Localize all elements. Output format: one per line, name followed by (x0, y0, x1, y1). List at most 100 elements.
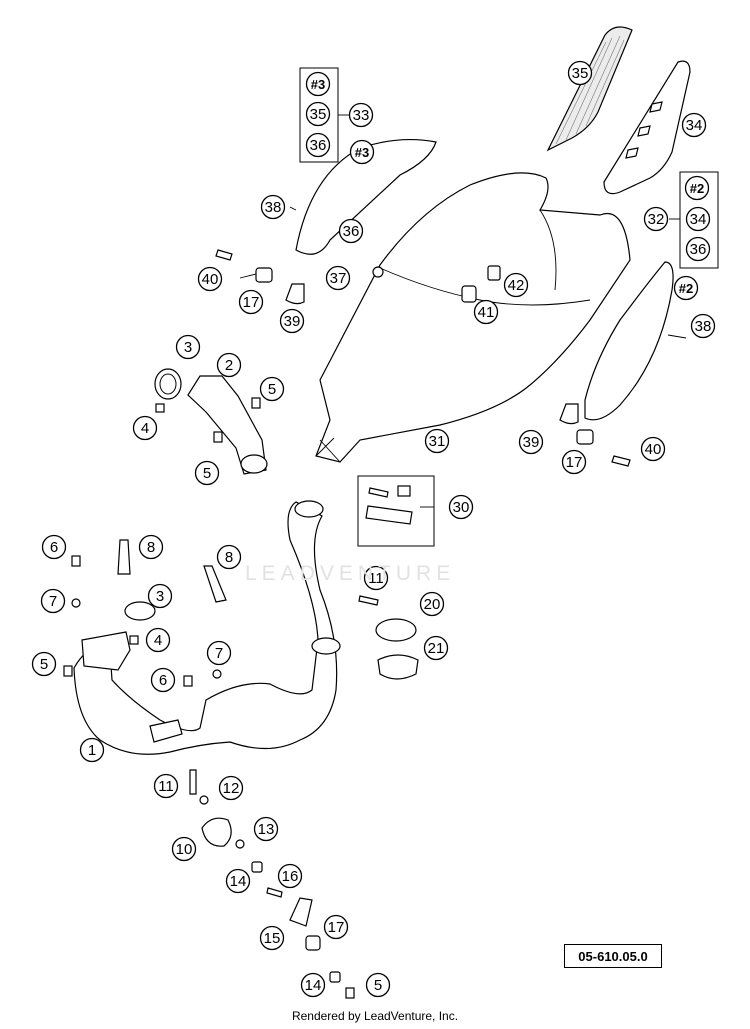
callout-circle (216, 352, 242, 378)
callout-8-32: 8 (138, 534, 164, 560)
callout-circle (194, 460, 220, 486)
bolt-40-upper (215, 249, 233, 261)
callout-circle (41, 534, 67, 560)
callout-circle (419, 591, 445, 617)
callout-label: #2 (679, 281, 693, 296)
callout-label: 14 (230, 873, 247, 890)
callout-circle (338, 218, 364, 244)
washer-13 (235, 839, 245, 849)
callout-circle (259, 376, 285, 402)
callout-14-52: 14 (300, 972, 326, 998)
callout-circle (300, 972, 326, 998)
callout-circle (643, 206, 669, 232)
parts-drawing (63, 26, 719, 999)
callout-label: 5 (203, 465, 211, 482)
callout-label: 42 (508, 277, 525, 294)
clamp-20-part (375, 618, 417, 642)
callout-4-24: 4 (132, 415, 158, 441)
washer-7-mid (212, 669, 222, 679)
callout-label: 36 (343, 223, 360, 240)
callout-39-26: 39 (518, 429, 544, 455)
callout-5-40: 5 (31, 651, 57, 677)
callout-label: 40 (645, 441, 662, 458)
callout-label: 5 (374, 977, 382, 994)
pipe-outlet-lower (311, 637, 341, 655)
callout-label: 14 (305, 977, 322, 994)
callout-circle (323, 914, 349, 940)
callout-circle (153, 773, 179, 799)
callout-36-4: 36 (305, 132, 331, 158)
callout-34-6: 34 (681, 112, 707, 138)
callout-circle (145, 627, 171, 653)
clamp-band (149, 719, 183, 743)
callout-ref2-7: #2 (684, 175, 710, 201)
callout-17-50: 17 (323, 914, 349, 940)
bolt-40-lower (611, 455, 631, 467)
kit-32-box (679, 171, 719, 269)
callout-circle (305, 101, 331, 127)
callout-label: 5 (268, 381, 276, 398)
callout-circle (40, 588, 66, 614)
callout-label: 39 (284, 313, 301, 330)
callout-circle (365, 972, 391, 998)
callout-label: 41 (478, 304, 495, 321)
callout-39-19: 39 (279, 308, 305, 334)
callout-label: 11 (368, 570, 384, 587)
heat-shield-right-part (584, 261, 674, 421)
callout-label: 7 (49, 593, 57, 610)
callout-15-51: 15 (259, 925, 285, 951)
callout-circle (277, 863, 303, 889)
callout-circle (423, 635, 449, 661)
callout-label: 3 (156, 588, 164, 605)
callout-label: #2 (690, 181, 704, 196)
washer-37 (372, 266, 384, 278)
callout-circle (640, 436, 666, 462)
callout-label: 4 (141, 420, 149, 437)
callout-label: 1 (88, 742, 96, 759)
callout-label: 37 (330, 270, 347, 287)
callout-5-23: 5 (259, 376, 285, 402)
callout-label: 36 (690, 241, 707, 258)
callout-label: 16 (282, 868, 299, 885)
callout-3-21: 3 (175, 334, 201, 360)
callout-34-9: 34 (685, 206, 711, 232)
callout-35-2: 35 (305, 101, 331, 127)
callout-circle (150, 667, 176, 693)
callout-4-38: 4 (145, 627, 171, 653)
clamp-10-part (201, 817, 232, 847)
callout-label: 6 (159, 672, 167, 689)
callout-label: 17 (328, 919, 345, 936)
nut-5-bottom (345, 987, 355, 999)
bolt-11-lower (189, 769, 197, 795)
pipe-2-end (240, 454, 268, 474)
callout-label: 40 (202, 271, 219, 288)
callout-label: 20 (424, 596, 441, 613)
callout-circle (363, 565, 389, 591)
callout-circle (518, 429, 544, 455)
callout-circle (684, 175, 710, 201)
washer-7-left (71, 598, 81, 608)
callout-17-29: 17 (561, 449, 587, 475)
callout-label: 21 (428, 640, 445, 657)
callout-label: 15 (264, 930, 281, 947)
callout-7-39: 7 (206, 640, 232, 666)
callout-32-8: 32 (643, 206, 669, 232)
callout-label: 7 (215, 645, 223, 662)
callout-circle (206, 640, 232, 666)
nut-5-upper (251, 397, 261, 409)
callout-ref2-11: #2 (673, 275, 699, 301)
callout-label: 12 (223, 780, 240, 797)
callout-label: 38 (695, 318, 712, 335)
callout-5-28: 5 (194, 460, 220, 486)
callout-11-44: 11 (153, 773, 179, 799)
flange-left-part (81, 631, 131, 671)
callout-circle (305, 71, 331, 97)
callout-16-48: 16 (277, 863, 303, 889)
callout-35-0: 35 (567, 60, 593, 86)
callout-circle (349, 139, 375, 165)
silencer-body-31-part (315, 172, 631, 463)
callout-label: 35 (572, 65, 589, 82)
callout-label: #3 (355, 145, 369, 160)
callout-circle (561, 449, 587, 475)
